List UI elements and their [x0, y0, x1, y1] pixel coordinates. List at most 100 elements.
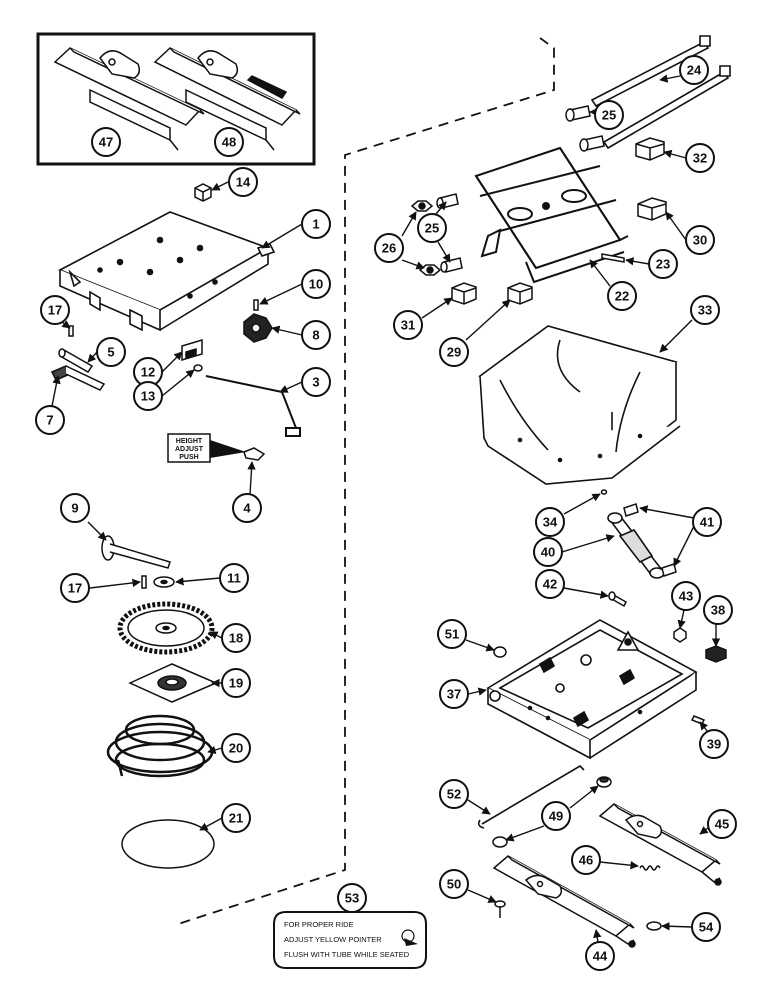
callout-29: 29	[439, 299, 511, 367]
part-46-spring	[639, 865, 661, 871]
callout-balloon	[607, 281, 637, 311]
part-39-pin	[690, 715, 706, 725]
part-30-block	[637, 197, 667, 221]
part-51-plug	[493, 646, 507, 658]
decal-line2: ADJUST YELLOW POINTER	[284, 935, 382, 944]
callout-7: 7	[35, 375, 65, 435]
callout-leader	[673, 525, 695, 567]
callout-number: 25	[602, 108, 616, 123]
callout-balloon	[221, 803, 251, 833]
callout-number: 20	[229, 741, 243, 756]
part-54-clip	[646, 921, 662, 931]
part-29-block	[507, 282, 533, 305]
inset-slide-rails	[36, 32, 316, 166]
height-adjust-label: HEIGHT ADJUST PUSH	[167, 433, 246, 463]
part-18-sprocket	[117, 601, 215, 655]
callout-balloon	[393, 310, 423, 340]
callout-37: 37	[439, 679, 487, 709]
callout-balloon	[685, 143, 715, 173]
callout-43: 43	[671, 581, 701, 629]
part-23-pin	[601, 253, 625, 263]
callout-1: 1	[261, 209, 331, 249]
part-7-bracket	[50, 365, 106, 391]
callout-number: 34	[543, 515, 558, 530]
callout-number: 48	[222, 135, 236, 150]
callout-number: 22	[615, 289, 629, 304]
part-34-pin	[600, 489, 608, 495]
callout-number: 9	[71, 501, 78, 516]
callout-leader	[207, 745, 223, 754]
callout-9: 9	[60, 493, 107, 541]
callout-leader	[699, 721, 709, 733]
part-10-pin	[253, 299, 259, 311]
callout-balloon	[228, 167, 258, 197]
callout-leader	[51, 375, 61, 407]
callout-number: 39	[707, 737, 721, 752]
callout-balloon	[301, 367, 331, 397]
part-11-washer	[153, 576, 175, 588]
part-44-rail	[492, 855, 636, 948]
part-1-seat-base	[58, 211, 276, 332]
callout-balloon	[40, 295, 70, 325]
part-3-rod	[205, 375, 301, 437]
callout-number: 45	[715, 817, 729, 832]
part-25-bushings-upper	[565, 105, 605, 152]
part-33-boot	[478, 325, 681, 485]
callout-balloon	[533, 537, 563, 567]
callout-number: 38	[711, 603, 725, 618]
callout-39: 39	[699, 721, 729, 759]
callout-leader	[401, 211, 417, 237]
callout-22: 22	[589, 259, 637, 311]
callout-leader	[659, 74, 681, 83]
callout-number: 42	[543, 577, 557, 592]
decal-line3: FLUSH WITH TUBE WHILE SEATED	[284, 950, 410, 959]
callout-leader	[505, 825, 545, 842]
callout-number: 24	[687, 63, 702, 78]
callout-50: 50	[439, 869, 497, 903]
callout-leader	[561, 534, 615, 553]
callout-balloon	[221, 668, 251, 698]
part-9-knob	[101, 535, 171, 569]
callout-25: 25	[589, 100, 624, 130]
callout-34: 34	[535, 493, 601, 537]
callout-leader	[437, 241, 451, 263]
callout-17b: 17	[60, 573, 141, 603]
part-32-block	[635, 137, 665, 161]
callout-leader	[247, 461, 256, 495]
callout-balloon	[692, 507, 722, 537]
callout-47: 47	[91, 127, 121, 157]
part-45-rail	[598, 803, 722, 886]
callout-leader	[639, 505, 695, 519]
callout-balloon	[541, 801, 571, 831]
part-17-pin-lower	[141, 575, 147, 589]
callout-14: 14	[211, 167, 258, 197]
callout-balloon	[221, 733, 251, 763]
callout-number: 7	[46, 413, 53, 428]
callout-number: 17	[68, 581, 82, 596]
callout-26: 26	[374, 211, 425, 270]
callout-number: 44	[593, 949, 608, 964]
callout-leader	[87, 351, 98, 363]
callout-leader	[665, 211, 687, 241]
callout-balloon	[337, 883, 367, 913]
callout-number: 31	[401, 318, 415, 333]
callout-balloon	[690, 295, 720, 325]
callout-25b: 25	[417, 201, 451, 263]
callout-leader	[161, 351, 183, 373]
callout-balloon	[691, 912, 721, 942]
callout-leader	[435, 201, 447, 215]
callout-leader	[677, 609, 686, 629]
callout-number: 47	[99, 135, 113, 150]
callout-23: 23	[625, 249, 678, 279]
callout-number: 26	[382, 241, 396, 256]
callout-leader	[569, 785, 599, 809]
callout-balloon	[214, 127, 244, 157]
callout-5: 5	[87, 337, 126, 367]
callout-balloon	[594, 100, 624, 130]
callout-number: 11	[227, 571, 241, 586]
callout-balloon	[35, 405, 65, 435]
callout-leader	[663, 149, 687, 159]
callout-balloon	[439, 679, 469, 709]
callout-balloon	[671, 581, 701, 611]
callout-number: 25	[425, 221, 439, 236]
